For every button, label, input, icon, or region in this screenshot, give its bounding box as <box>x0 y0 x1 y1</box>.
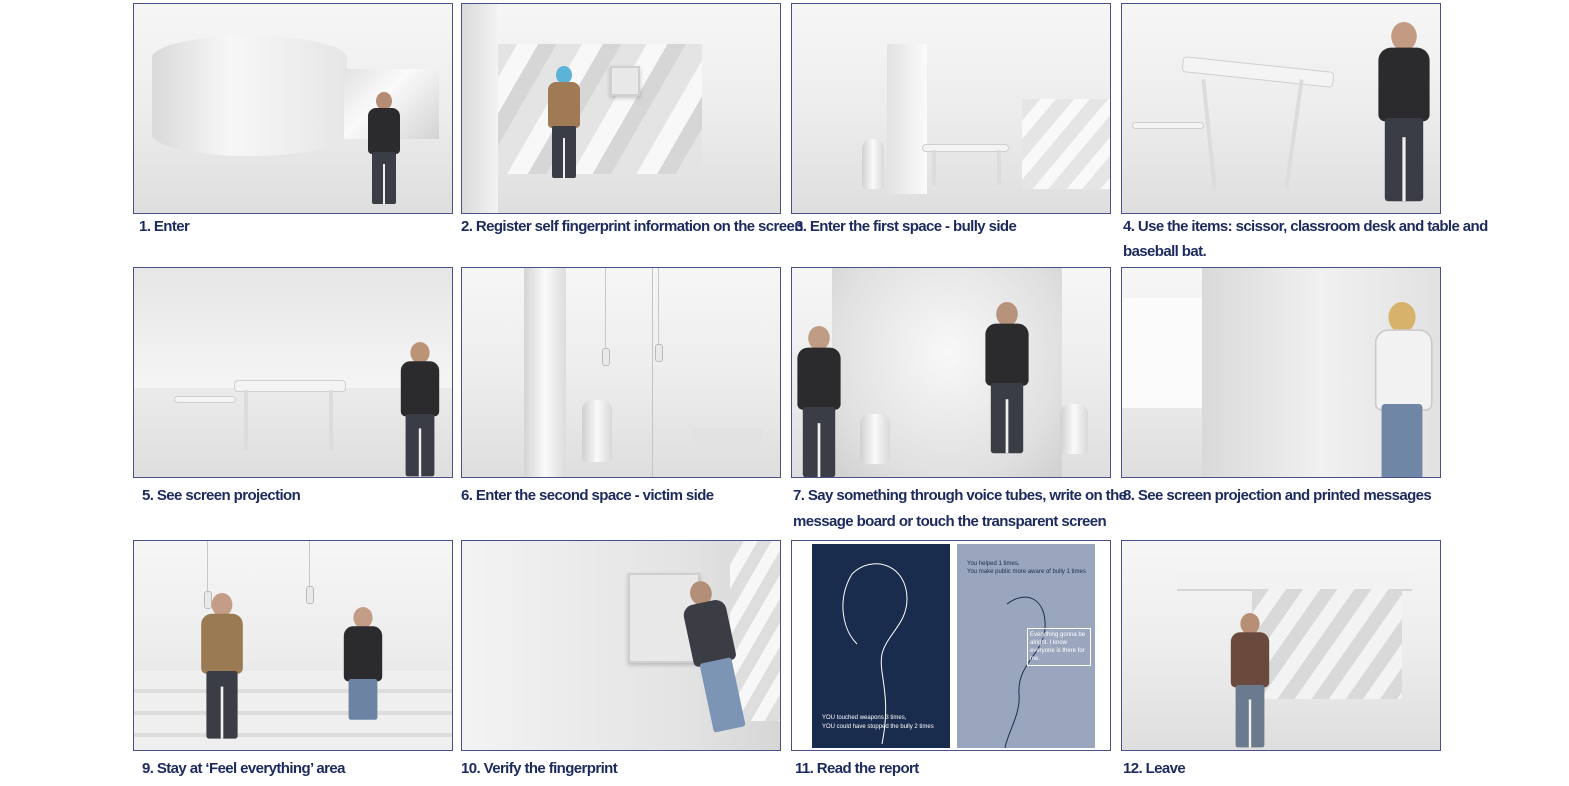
curved-partition <box>887 44 927 194</box>
caption-2: 2. Register self fingerprint information… <box>461 218 803 235</box>
voice-tube <box>582 400 612 462</box>
faceted-wall <box>492 44 702 174</box>
faceted-wall <box>1252 589 1402 699</box>
report-page-left: YOU touched weapons 3 times, YOU could h… <box>812 544 950 748</box>
fingerprint-screen <box>610 66 640 96</box>
table <box>174 396 236 403</box>
lamp-wire <box>605 268 606 348</box>
faceted-wall <box>1022 99 1110 189</box>
report-right-line-1: You helped 1 times, <box>967 561 1020 567</box>
caption-9: 9. Stay at ‘Feel everything’ area <box>142 760 345 777</box>
pendant-lamp <box>655 344 663 362</box>
caption-7: 7. Say something through voice tubes, wr… <box>793 483 1127 535</box>
report-left-line-2: YOU could have stopped the bully 2 times <box>822 724 934 730</box>
desk-leg <box>244 390 248 450</box>
caption-1: 1. Enter <box>139 218 190 235</box>
caption-6: 6. Enter the second space - victim side <box>461 487 714 504</box>
column <box>524 268 566 477</box>
round-wall <box>152 36 347 156</box>
panel-victim-side <box>461 267 781 478</box>
voice-tube <box>1060 404 1088 454</box>
caption-4: 4. Use the items: scissor, classroom des… <box>1123 214 1488 264</box>
report-right-note: Everything gonna be alright. I know ever… <box>1027 628 1091 666</box>
lamp-wire <box>207 541 208 591</box>
curved-wall <box>134 268 452 388</box>
lamp-wire <box>658 268 659 344</box>
caption-4-line-2: baseball bat. <box>1123 243 1207 260</box>
bench <box>692 428 762 442</box>
table <box>922 144 1009 152</box>
podium <box>862 139 884 189</box>
caption-5: 5. See screen projection <box>142 487 301 504</box>
caption-7-line-2: message board or touch the transparent s… <box>793 513 1107 530</box>
caption-7-line-1: 7. Say something through voice tubes, wr… <box>793 487 1127 504</box>
panel-enter <box>133 3 453 214</box>
caption-12: 12. Leave <box>1123 760 1186 777</box>
panel-voice-tubes <box>791 267 1111 478</box>
voice-tube <box>860 414 890 464</box>
pendant-lamp <box>204 591 212 609</box>
report-left-line-1: YOU touched weapons 3 times, <box>822 715 907 721</box>
panel-report: YOU touched weapons 3 times, YOU could h… <box>791 540 1111 751</box>
caption-3: 3. Enter the first space - bully side <box>795 218 1017 235</box>
curved-wall <box>462 4 498 213</box>
profile-line-drawing <box>1004 596 1046 748</box>
panel-leave <box>1121 540 1441 751</box>
caption-10: 10. Verify the fingerprint <box>461 760 618 777</box>
profile-line-drawing <box>842 563 908 745</box>
panel-printed-messages <box>1121 267 1441 478</box>
desk-leg <box>329 390 333 450</box>
lamp-wire <box>309 541 310 586</box>
panel-verify-fingerprint <box>461 540 781 751</box>
panel-use-items <box>1121 3 1441 214</box>
caption-4-line-1: 4. Use the items: scissor, classroom des… <box>1123 218 1488 235</box>
table-leg <box>997 150 1001 185</box>
glass-divider <box>652 268 653 477</box>
caption-8: 8. See screen projection and printed mes… <box>1123 487 1432 504</box>
pendant-lamp <box>306 586 314 604</box>
canopy <box>1177 571 1412 591</box>
table <box>1132 122 1204 129</box>
report-right-line-2: You make public more aware of bully 1 ti… <box>967 569 1086 575</box>
panel-feel-everything <box>133 540 453 751</box>
panel-register <box>461 3 781 214</box>
desk <box>234 380 346 392</box>
panel-screen-projection <box>133 267 453 478</box>
window <box>1122 298 1202 408</box>
panel-bully-side <box>791 3 1111 214</box>
caption-11: 11. Read the report <box>795 760 919 777</box>
pendant-lamp <box>602 348 610 366</box>
desk-leg <box>1284 79 1304 189</box>
table-leg <box>932 150 936 185</box>
report-page-right: You helped 1 times, You make public more… <box>957 544 1095 748</box>
desk-leg <box>1201 79 1217 189</box>
seating-steps <box>134 671 452 750</box>
